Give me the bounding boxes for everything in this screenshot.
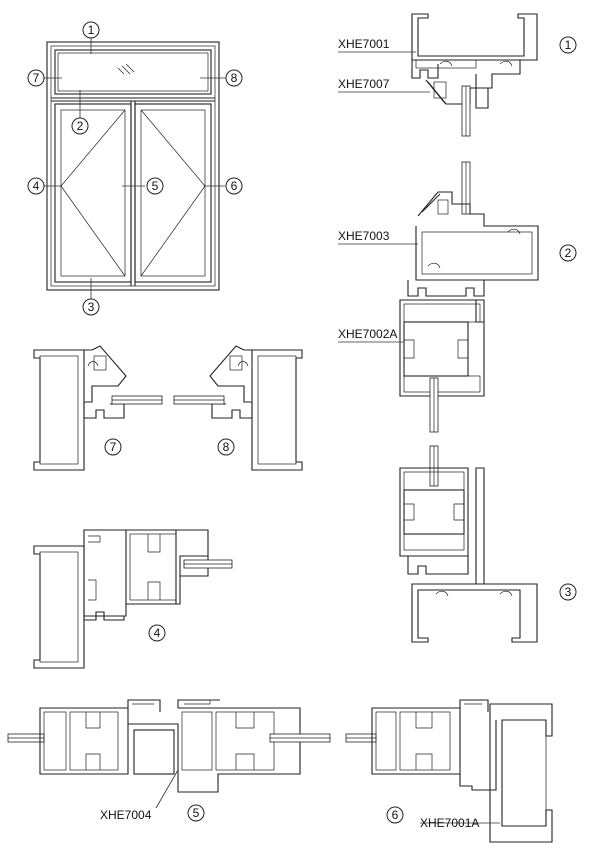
svg-text:5: 5 — [152, 179, 159, 193]
svg-text:3: 3 — [88, 300, 95, 314]
label-xhe7001a: XHE7001A — [420, 816, 479, 830]
label-xhe7004: XHE7004 — [100, 808, 152, 822]
svg-text:2: 2 — [77, 119, 84, 133]
svg-text:3: 3 — [565, 585, 572, 599]
label-xhe7001: XHE7001 — [338, 37, 390, 51]
label-xhe7007: XHE7007 — [338, 77, 390, 91]
elevation-callout-8: 8 — [225, 69, 243, 87]
svg-text:4: 4 — [33, 179, 40, 193]
elevation-callout-3: 3 — [82, 298, 100, 316]
svg-text:6: 6 — [231, 179, 238, 193]
section-number-3: 3 — [559, 583, 577, 601]
section-7-profile — [33, 345, 163, 471]
section-3-profile — [399, 445, 538, 643]
window-elevation — [44, 38, 226, 299]
elevation-callout-6: 6 — [225, 177, 243, 195]
section-number-8: 8 — [217, 438, 235, 456]
svg-text:6: 6 — [392, 808, 399, 822]
svg-text:4: 4 — [154, 626, 161, 640]
elevation-callout-5: 5 — [146, 177, 164, 195]
svg-text:5: 5 — [193, 806, 200, 820]
svg-text:8: 8 — [223, 440, 230, 454]
section-number-2: 2 — [559, 244, 577, 262]
section-1-profile — [411, 13, 538, 137]
elevation-callout-4: 4 — [27, 177, 45, 195]
section-6-profile — [345, 699, 553, 843]
label-xhe7003: XHE7003 — [338, 229, 390, 243]
elevation-callout-7: 7 — [27, 69, 45, 87]
svg-text:8: 8 — [231, 71, 238, 85]
svg-text:7: 7 — [110, 440, 117, 454]
section-number-1: 1 — [559, 36, 577, 54]
svg-text:2: 2 — [565, 246, 572, 260]
label-xhe7002a: XHE7002A — [338, 327, 397, 341]
svg-text:1: 1 — [565, 38, 572, 52]
svg-text:1: 1 — [88, 23, 95, 37]
section-5-profile — [7, 699, 331, 809]
section-4-profile — [33, 529, 233, 669]
elevation-callout-1: 1 — [82, 21, 100, 39]
section-8-profile — [173, 345, 303, 471]
section-2-profile — [399, 161, 539, 433]
elevation-callout-2: 2 — [71, 117, 89, 135]
svg-text:7: 7 — [33, 71, 40, 85]
section-number-6: 6 — [386, 806, 404, 824]
section-number-4: 4 — [148, 624, 166, 642]
section-number-5: 5 — [187, 804, 205, 822]
section-number-7: 7 — [104, 438, 122, 456]
